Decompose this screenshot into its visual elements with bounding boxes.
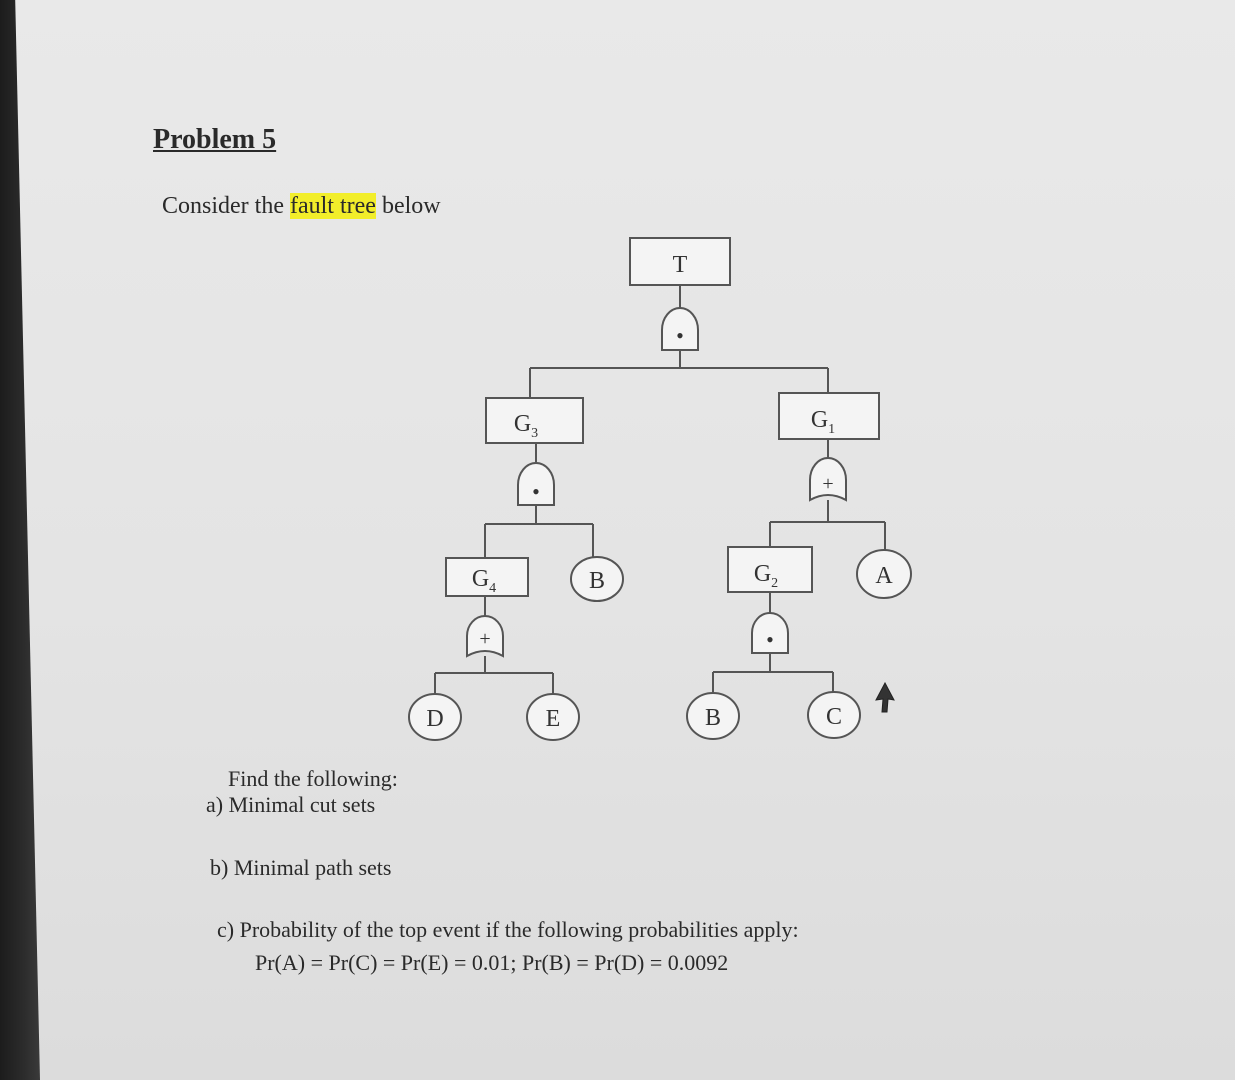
question-b: b) Minimal path sets (210, 855, 392, 880)
basic-event-b2-label: B (705, 705, 721, 731)
svg-text:G4: G4 (472, 566, 496, 596)
basic-event-a-circle: A (856, 549, 912, 599)
basic-event-a-label: A (875, 563, 893, 589)
event-g4-box: G4 (445, 557, 529, 597)
question-a: a) Minimal cut sets (206, 792, 376, 817)
or-gate-symbol: + (822, 473, 833, 495)
event-g2-box: G2 (727, 546, 813, 593)
question-c: c) Probability of the top event if the f… (217, 917, 799, 942)
g2-label: G (754, 561, 771, 587)
basic-event-d-circle: D (408, 693, 462, 741)
basic-event-e-label: E (546, 706, 561, 732)
g2-and-gate: • (751, 612, 789, 654)
highlighted-fault-tree: fault tree (289, 193, 376, 219)
event-g3-box: G3 (485, 397, 584, 444)
intro-text-after: below (375, 193, 441, 219)
g3-label: G (514, 411, 531, 437)
and-gate-symbol: • (676, 323, 684, 348)
g3-and-gate: • (517, 462, 555, 506)
svg-text:G1: G1 (811, 407, 835, 437)
g1-or-gate: + (809, 457, 847, 502)
top-event-label: T (673, 252, 688, 278)
top-event-box: T (629, 237, 731, 286)
basic-event-b-circle: B (570, 556, 624, 602)
g2-subscript: 2 (771, 576, 778, 591)
g4-subscript: 4 (489, 581, 496, 596)
problem-intro: Consider the fault tree below (162, 193, 441, 220)
connector-lines (434, 285, 886, 694)
g4-label: G (472, 566, 489, 592)
top-and-gate: • (661, 307, 699, 351)
event-g1-box: G1 (778, 392, 880, 440)
g3-subscript: 3 (531, 426, 538, 441)
basic-event-b2-circle: B (686, 692, 740, 740)
g4-or-gate: + (466, 615, 504, 658)
problem-title: Problem 5 (153, 124, 277, 155)
svg-text:G2: G2 (754, 561, 778, 591)
basic-event-c-label: C (826, 704, 842, 730)
basic-event-d-label: D (426, 706, 443, 732)
mouse-cursor-icon (875, 681, 895, 713)
find-following-label: Find the following: (228, 766, 398, 791)
basic-event-c-circle: C (807, 691, 861, 739)
intro-text-before: Consider the (162, 193, 290, 219)
g1-label: G (811, 407, 828, 433)
or-gate-symbol: + (479, 628, 490, 650)
basic-event-b-label: B (589, 568, 605, 594)
svg-text:G3: G3 (514, 411, 538, 441)
and-gate-symbol: • (532, 479, 540, 504)
basic-event-e-circle: E (526, 693, 580, 741)
g1-subscript: 1 (828, 422, 835, 437)
and-gate-symbol: • (766, 627, 774, 652)
probability-values: Pr(A) = Pr(C) = Pr(E) = 0.01; Pr(B) = Pr… (255, 950, 729, 975)
